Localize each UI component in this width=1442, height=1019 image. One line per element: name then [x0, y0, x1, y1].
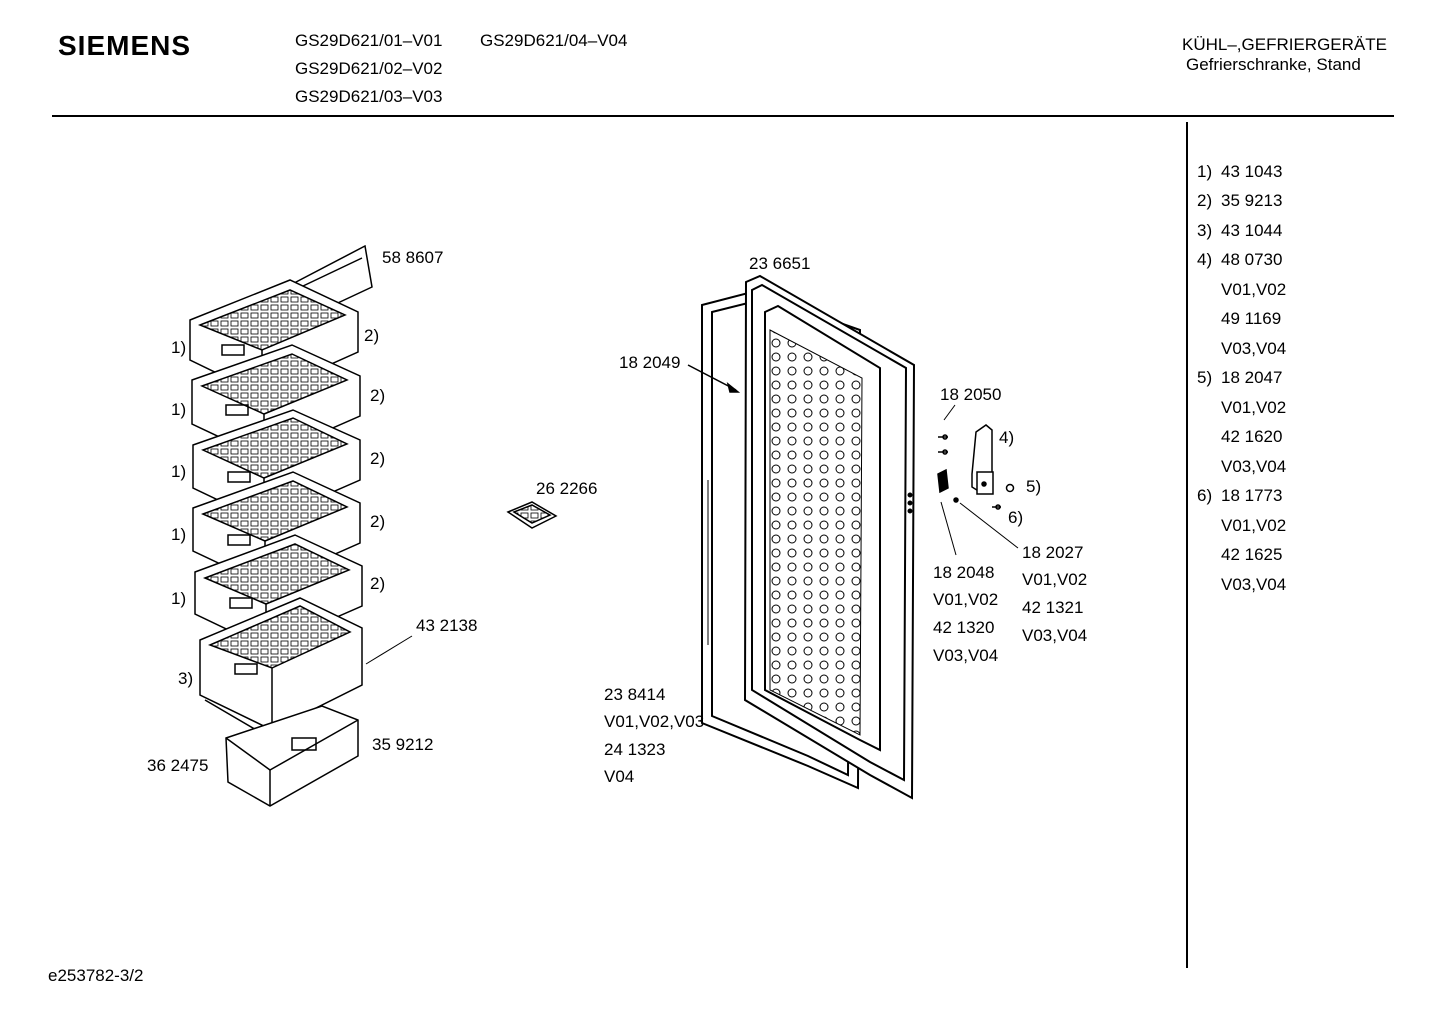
- legend-value: 35 9213: [1221, 191, 1283, 210]
- part-label: 18 2049: [619, 353, 681, 372]
- ref-label: 2): [370, 574, 386, 593]
- screw-icon: [938, 449, 948, 455]
- legend-value: V01,V02: [1221, 516, 1287, 535]
- legend-value: 42 1620: [1221, 427, 1283, 446]
- legend-key: 4): [1197, 250, 1213, 269]
- ref-label: 2): [370, 449, 386, 468]
- legend-value: V01,V02: [1221, 398, 1287, 417]
- part-label: 18 2027: [1022, 543, 1084, 562]
- variant-label: V01,V02,V03: [604, 712, 705, 731]
- legend-value: 18 1773: [1221, 486, 1283, 505]
- legend-value: V03,V04: [1221, 575, 1287, 594]
- legend-key: 3): [1197, 221, 1213, 240]
- legend-value: V03,V04: [1221, 457, 1287, 476]
- ref-label: 1): [171, 338, 187, 357]
- model-number: GS29D621/03–V03: [295, 87, 443, 106]
- model-number: GS29D621/02–V02: [295, 59, 443, 78]
- part-label: 58 8607: [382, 248, 444, 267]
- legend-key: 1): [1197, 162, 1213, 181]
- ref-label: 1): [171, 400, 187, 419]
- header-divider: [52, 115, 1394, 117]
- legend-value: 49 1169: [1221, 309, 1282, 328]
- door-panel: [743, 274, 916, 800]
- legend-value: 42 1625: [1221, 545, 1283, 564]
- bottom-bin: [225, 705, 359, 807]
- variant-label: V03,V04: [933, 646, 999, 665]
- variant-label: V04: [604, 767, 635, 786]
- document-id: e253782-3/2: [48, 966, 144, 985]
- part-label: 36 2475: [147, 756, 209, 775]
- part-label: 35 9212: [372, 735, 434, 754]
- legend-key: 5): [1197, 368, 1213, 387]
- model-number: GS29D621/01–V01: [295, 31, 443, 50]
- ref-label: 4): [999, 428, 1015, 447]
- screw-icon: [938, 434, 948, 440]
- ref-label: 6): [1008, 508, 1024, 527]
- ref-label: 1): [171, 589, 187, 608]
- small-tray: [506, 501, 558, 529]
- legend-value: 18 2047: [1221, 368, 1283, 387]
- ref-label: 5): [1026, 477, 1042, 496]
- hinge-hardware: [937, 404, 1019, 556]
- ref-label: 3): [178, 669, 194, 688]
- variant-label: V01,V02: [1022, 570, 1088, 589]
- model-number: GS29D621/04–V04: [480, 31, 628, 50]
- drawer-stack: [189, 244, 413, 807]
- ref-label: 1): [171, 462, 187, 481]
- part-label: 42 1321: [1022, 598, 1084, 617]
- part-label: 43 2138: [416, 616, 478, 635]
- legend-divider: [1186, 122, 1188, 968]
- legend-value: V03,V04: [1221, 339, 1287, 358]
- part-label: 26 2266: [536, 479, 598, 498]
- ref-label: 2): [364, 326, 380, 345]
- part-label: 23 8414: [604, 685, 666, 704]
- variant-label: V01,V02: [933, 590, 999, 609]
- legend-value: 43 1043: [1221, 162, 1283, 181]
- ref-label: 1): [171, 525, 187, 544]
- drawer-large: [199, 597, 363, 739]
- category-subtitle: Gefrierschranke, Stand: [1186, 55, 1361, 74]
- legend-key: 6): [1197, 486, 1213, 505]
- screw-icon: [992, 504, 1001, 510]
- arrow-182049: [687, 364, 741, 393]
- ref-label: 2): [370, 512, 386, 531]
- part-label: 18 2050: [940, 385, 1002, 404]
- variant-label: V03,V04: [1022, 626, 1088, 645]
- part-label: 24 1323: [604, 740, 666, 759]
- legend-key: 2): [1197, 191, 1213, 210]
- category-title: KÜHL–,GEFRIERGERÄTE: [1182, 35, 1387, 54]
- legend-value: 48 0730: [1221, 250, 1283, 269]
- part-label: 18 2048: [933, 563, 995, 582]
- part-label: 23 6651: [749, 254, 811, 273]
- ref-label: 2): [370, 386, 386, 405]
- legend-value: V01,V02: [1221, 280, 1287, 299]
- brand-logo: SIEMENS: [58, 30, 192, 61]
- legend-value: 43 1044: [1221, 221, 1283, 240]
- part-label: 42 1320: [933, 618, 995, 637]
